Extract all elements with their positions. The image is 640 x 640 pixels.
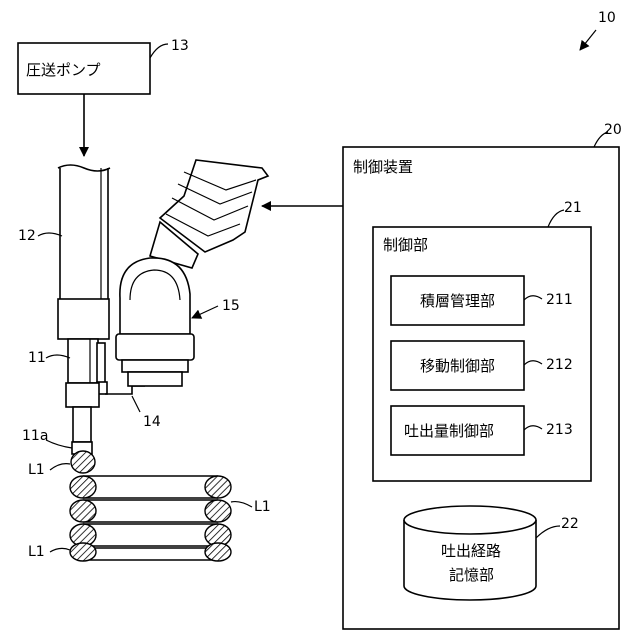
move-control-ref-label: 212	[546, 357, 573, 373]
tip-leader	[46, 440, 72, 448]
layer-right-label: L1	[254, 499, 271, 515]
layer-bead	[205, 500, 231, 522]
storage-cylinder-top	[404, 506, 536, 534]
pump-ref-label: 13	[171, 38, 189, 54]
controller-ref-label: 20	[604, 122, 622, 138]
layer-bead	[71, 451, 95, 473]
layer-row	[83, 476, 218, 560]
layer-bead	[205, 543, 231, 561]
layer-bead	[205, 476, 231, 498]
pressure-pump: 圧送ポンプ 13	[18, 38, 189, 94]
storage-label-line2: 記憶部	[449, 566, 494, 584]
control-unit-label: 制御部	[383, 236, 428, 254]
discharge-control-label: 吐出量制御部	[404, 422, 494, 440]
pump-leader	[150, 44, 168, 58]
layer-bead	[70, 543, 96, 561]
robot-leader-arrow	[192, 306, 218, 318]
discharge-control-ref-label: 213	[546, 422, 573, 438]
pump-label: 圧送ポンプ	[26, 61, 101, 79]
move-control-label: 移動制御部	[420, 357, 495, 375]
storage-label-line1: 吐出経路	[441, 542, 501, 560]
layer-management-ref-label: 211	[546, 292, 573, 308]
nozzle-body	[68, 339, 98, 383]
pipe-ref-label: 12	[18, 228, 36, 244]
bracket-clamp	[97, 343, 105, 385]
system-ref-label: 10	[598, 10, 616, 26]
nozzle-lower-block	[66, 383, 99, 407]
robot-wrist-2	[122, 360, 188, 372]
layer-management-label: 積層管理部	[420, 292, 495, 310]
discharge-path-storage: 吐出経路 記憶部	[404, 506, 536, 600]
bracket-leader	[132, 396, 140, 412]
printed-layers	[70, 451, 231, 561]
bracket-arm	[105, 386, 145, 394]
robot-wrist-3	[128, 372, 182, 386]
control-unit-ref-label: 21	[564, 200, 582, 216]
storage-ref-label: 22	[561, 516, 579, 532]
nozzle-ref-label: 11	[28, 350, 46, 366]
controller: 制御装置 20 制御部 21 積層管理部 211 移動制御部 212 吐出量制御…	[343, 122, 622, 629]
layer-bead	[70, 476, 96, 498]
layer-bead	[70, 500, 96, 522]
nozzle-stem	[73, 407, 91, 442]
pipe-coupling	[58, 299, 109, 339]
robot-wrist-1	[116, 334, 194, 360]
bracket-ref-label: 14	[143, 414, 161, 430]
pipe-leader	[38, 233, 62, 236]
robot-arm	[116, 160, 268, 386]
system-leader-arrow	[580, 30, 596, 50]
robot-ref-label: 15	[222, 298, 240, 314]
layer-bottom-label: L1	[28, 544, 45, 560]
tip-ref-label: 11a	[22, 428, 48, 444]
pipe-break-line	[58, 165, 110, 171]
layer-top-label: L1	[28, 462, 45, 478]
nozzle-leader	[46, 355, 70, 358]
controller-label: 制御装置	[353, 158, 413, 176]
nozzle-assembly	[58, 165, 110, 460]
